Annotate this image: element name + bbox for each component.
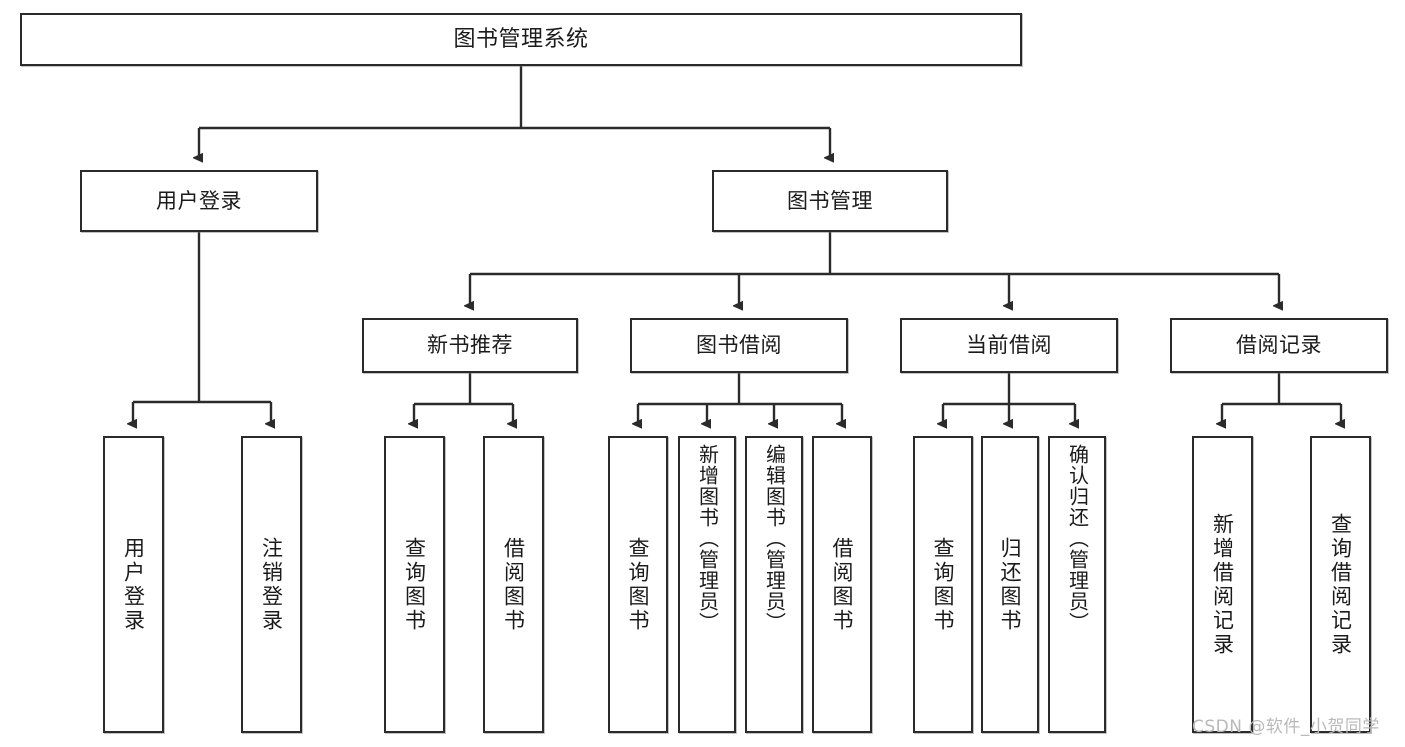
node-label: 用户登录 bbox=[121, 536, 146, 633]
node-label: 新增借阅记录 bbox=[1210, 512, 1235, 657]
node-label: 查询图书 bbox=[931, 536, 956, 633]
node-label: 借阅图书 bbox=[501, 536, 526, 633]
node-leaf-borrow-book-1[interactable]: 借阅图书 bbox=[483, 436, 544, 733]
node-label: 借阅记录 bbox=[1236, 333, 1322, 358]
node-label: 注销登录 bbox=[259, 536, 284, 633]
node-label: 归还图书 bbox=[998, 536, 1023, 633]
node-leaf-query-book-1[interactable]: 查询图书 bbox=[384, 436, 445, 733]
node-leaf-edit-book[interactable]: 编辑图书（管理员） bbox=[745, 436, 803, 733]
node-label: 新书推荐 bbox=[427, 333, 513, 358]
node-leaf-user-login[interactable]: 用户登录 bbox=[103, 436, 164, 733]
node-label: 查询借阅记录 bbox=[1328, 512, 1353, 657]
node-root-system[interactable]: 图书管理系统 bbox=[20, 13, 1022, 66]
node-label: 图书管理系统 bbox=[453, 26, 589, 52]
node-label: 借阅图书 bbox=[830, 536, 855, 633]
node-label: 新增图书（管理员） bbox=[695, 444, 720, 633]
node-label: 用户登录 bbox=[156, 188, 242, 213]
node-leaf-add-record[interactable]: 新增借阅记录 bbox=[1192, 436, 1253, 733]
node-book-management[interactable]: 图书管理 bbox=[712, 170, 948, 232]
node-leaf-query-book-3[interactable]: 查询图书 bbox=[913, 436, 973, 733]
node-label: 查询图书 bbox=[626, 536, 651, 633]
node-label: 图书管理 bbox=[787, 188, 873, 213]
node-label: 当前借阅 bbox=[966, 333, 1052, 358]
node-leaf-return-book[interactable]: 归还图书 bbox=[981, 436, 1039, 733]
node-label: 图书借阅 bbox=[696, 333, 782, 358]
node-label: 编辑图书（管理员） bbox=[762, 444, 787, 633]
node-borrow-record[interactable]: 借阅记录 bbox=[1170, 318, 1388, 373]
node-current-borrow[interactable]: 当前借阅 bbox=[900, 318, 1118, 373]
node-user-login[interactable]: 用户登录 bbox=[80, 170, 318, 232]
node-leaf-borrow-book-2[interactable]: 借阅图书 bbox=[812, 436, 872, 733]
node-label: 查询图书 bbox=[402, 536, 427, 633]
node-leaf-user-logout[interactable]: 注销登录 bbox=[241, 436, 302, 733]
csdn-watermark: CSDN @软件_小贺同学 bbox=[1192, 717, 1380, 737]
node-leaf-add-book[interactable]: 新增图书（管理员） bbox=[678, 436, 736, 733]
node-new-book-recommend[interactable]: 新书推荐 bbox=[362, 318, 578, 373]
node-leaf-confirm-return[interactable]: 确认归还（管理员） bbox=[1048, 436, 1106, 733]
node-book-borrow[interactable]: 图书借阅 bbox=[630, 318, 848, 373]
node-label: 确认归还（管理员） bbox=[1065, 444, 1090, 633]
node-leaf-query-record[interactable]: 查询借阅记录 bbox=[1310, 436, 1371, 733]
node-leaf-query-book-2[interactable]: 查询图书 bbox=[608, 436, 668, 733]
